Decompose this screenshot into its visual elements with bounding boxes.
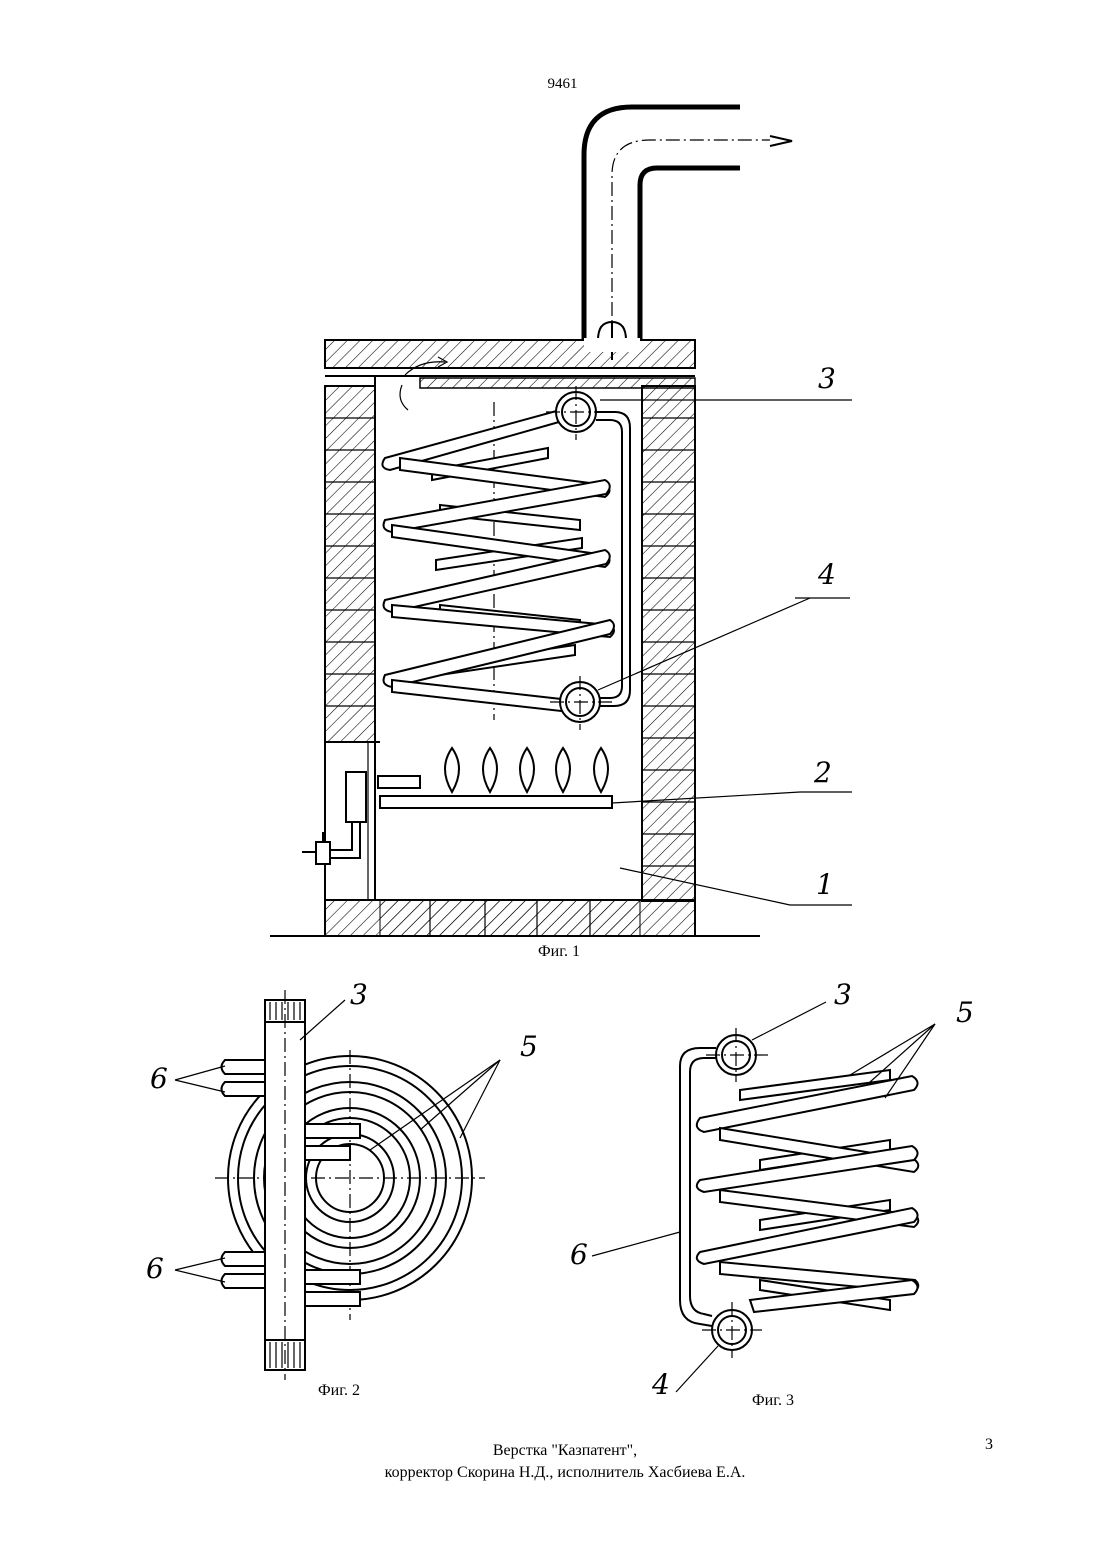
fig3-caption: Фиг. 3 xyxy=(752,1392,794,1410)
fig3-drawing xyxy=(592,1002,935,1392)
fig1-drawing xyxy=(270,107,852,936)
fig3-label-6: 6 xyxy=(570,1238,588,1271)
fig2-caption: Фиг. 2 xyxy=(318,1382,360,1400)
fig3-label-3: 3 xyxy=(834,978,852,1011)
fig1-label-2: 2 xyxy=(814,756,832,789)
flue-pipe xyxy=(584,107,792,360)
footer-line-2: корректор Скорина Н.Д., исполнитель Хасб… xyxy=(0,1462,1100,1484)
fig2-label-3: 3 xyxy=(350,978,368,1011)
flames xyxy=(445,748,608,792)
fig2-manifold-pipe xyxy=(265,990,305,1380)
fig2-leader-lines xyxy=(175,1000,500,1282)
fig3-label-4: 4 xyxy=(652,1368,670,1401)
page-number: 3 xyxy=(985,1436,993,1454)
fig3-coil xyxy=(697,1070,918,1312)
fig1-caption: Фиг. 1 xyxy=(538,943,580,961)
fig2-label-5: 5 xyxy=(520,1030,538,1063)
left-wall xyxy=(325,376,375,742)
fig1-label-4: 4 xyxy=(818,558,836,591)
footer-line-1: Верстка "Казпатент", xyxy=(0,1440,1100,1462)
floor-slab xyxy=(325,900,695,936)
fig2-label-6-bottom: 6 xyxy=(146,1252,164,1285)
fig1-leader-lines xyxy=(598,400,852,905)
fig1-heat-exchanger-coil xyxy=(382,386,630,730)
footer: Верстка "Казпатент", корректор Скорина Н… xyxy=(0,1440,1100,1484)
fig2-drawing xyxy=(175,990,500,1380)
fig1-label-1: 1 xyxy=(816,868,834,901)
fig3-label-5: 5 xyxy=(956,996,974,1029)
fig1-label-3: 3 xyxy=(818,362,836,395)
right-wall xyxy=(642,386,695,901)
fig2-label-6-top: 6 xyxy=(150,1062,168,1095)
